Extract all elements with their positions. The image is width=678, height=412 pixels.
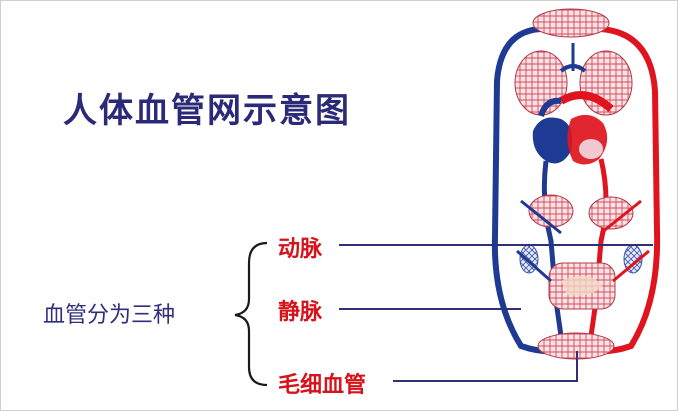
left-lung — [515, 51, 567, 115]
classification-heading: 血管分为三种 — [43, 297, 175, 329]
artery-label: 动脉 — [278, 231, 322, 263]
capillary-label: 毛细血管 — [278, 367, 366, 399]
head-capillary-bed — [533, 9, 609, 37]
heart-vein-side — [533, 118, 572, 164]
vena-cava — [544, 161, 561, 336]
vein-label: 静脉 — [278, 294, 322, 326]
classification-brace — [235, 243, 267, 385]
